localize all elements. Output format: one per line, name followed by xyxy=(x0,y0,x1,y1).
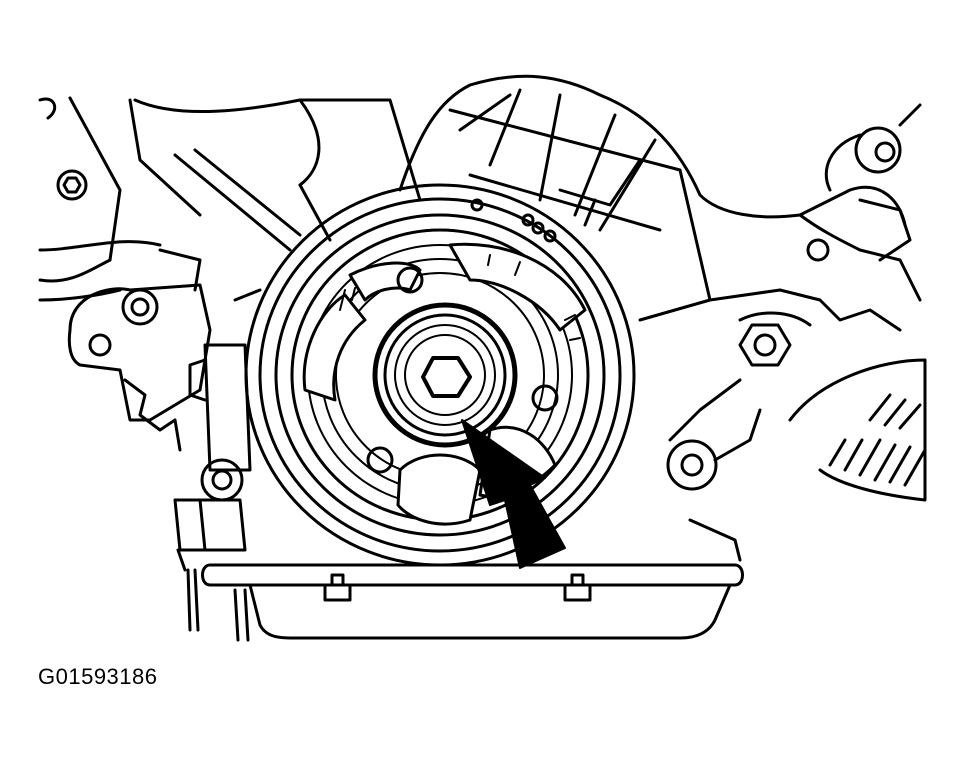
damper-center-bolt xyxy=(421,356,472,398)
right-hex-nut xyxy=(738,323,792,367)
oil-pan xyxy=(201,518,744,640)
pointer-arrow xyxy=(461,419,566,569)
sensor-connector xyxy=(173,498,250,642)
top-right-stud xyxy=(824,103,922,192)
timing-cover-upper-right xyxy=(398,74,907,322)
oil-pump-body xyxy=(188,288,262,472)
damper-tabs xyxy=(339,254,581,341)
oil-pan-bolts xyxy=(323,573,592,602)
lower-left-stud xyxy=(200,458,244,502)
engine-block-outline xyxy=(38,96,422,302)
alternator-bracket xyxy=(708,198,922,332)
lower-right-stud xyxy=(666,378,762,491)
left-hex-plug xyxy=(56,169,88,201)
center-hub xyxy=(372,302,518,448)
figure-code-label: G01593186 xyxy=(38,664,158,689)
left-mount-bracket xyxy=(67,248,212,452)
damper-holes xyxy=(366,266,559,474)
alternator-body xyxy=(788,358,927,502)
